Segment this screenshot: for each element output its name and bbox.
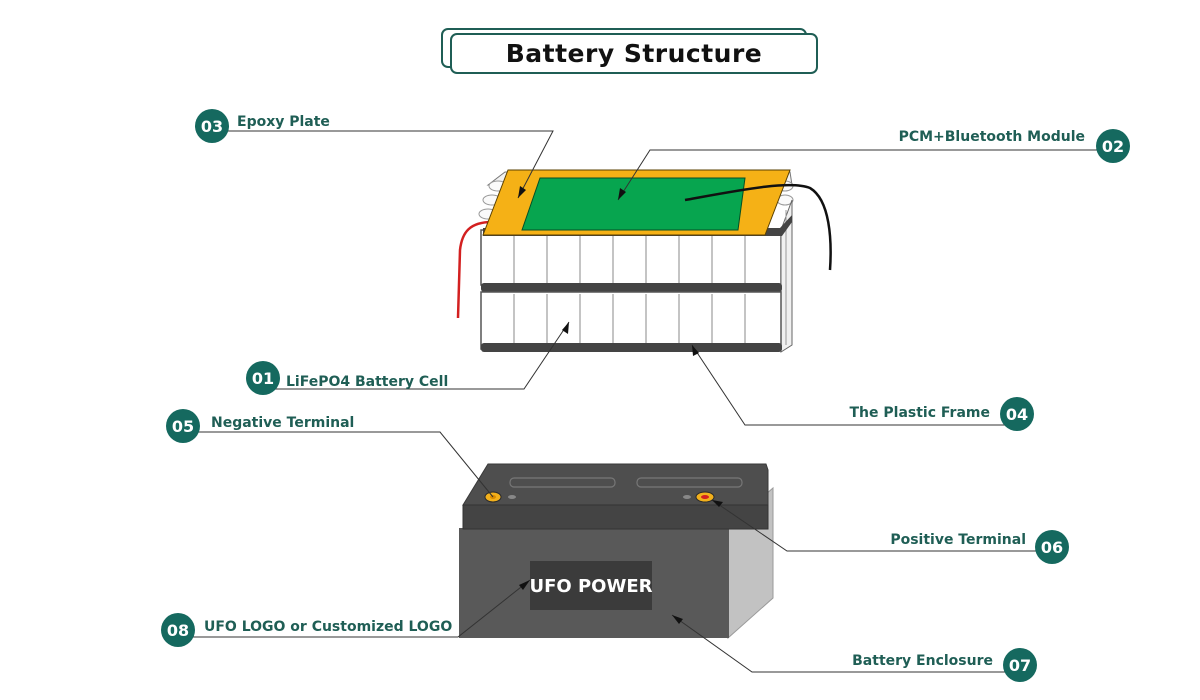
middle-frame-band (481, 283, 782, 292)
callout-label-battery-enclosure: Battery Enclosure (852, 653, 993, 669)
title-box: Battery Structure (441, 28, 818, 74)
callout-label-the-plastic-frame: The Plastic Frame (850, 405, 991, 421)
lower-cell-dividers (513, 294, 746, 347)
callout-label-positive-terminal: Positive Terminal (890, 532, 1026, 548)
callout-number-03: 03 (201, 117, 223, 136)
red-wire (456, 220, 493, 319)
leader-arrowheads (518, 186, 723, 624)
leader-logo (178, 579, 531, 638)
callout-badge-05 (166, 409, 200, 443)
leader-negative-terminal (183, 431, 494, 498)
callout-number-04: 04 (1006, 405, 1028, 424)
callout-badge-08 (161, 613, 195, 647)
callout-number-07: 07 (1009, 656, 1031, 675)
lid-slot-right (636, 477, 743, 488)
callout-number-08: 08 (167, 621, 189, 640)
callout-number-05: 05 (172, 417, 194, 436)
callout-number-01: 01 (252, 369, 274, 388)
leader-positive-terminal (711, 499, 1050, 552)
logo-box (530, 561, 652, 610)
callout-badge-04 (1000, 397, 1034, 431)
callout-badge-02 (1096, 129, 1130, 163)
leader-plastic-frame (691, 344, 1016, 426)
callout-label-pcm-bluetooth-module: PCM+Bluetooth Module (899, 129, 1085, 145)
battery-enclosure-illustration: UFO POWER (459, 463, 774, 640)
callout-number-02: 02 (1102, 137, 1124, 156)
callout-badge-01 (246, 361, 280, 395)
leader-epoxy-plate (215, 130, 554, 199)
callout-number-06: 06 (1041, 538, 1063, 557)
upper-cell-row (480, 229, 782, 286)
bottom-frame-band (481, 343, 782, 352)
callout-badge-06 (1035, 530, 1069, 564)
lower-cell-row (480, 291, 782, 350)
lid-slot-left (509, 477, 616, 488)
black-wire (684, 183, 832, 271)
callout-label-ufo-logo-or-customized-logo: UFO LOGO or Customized LOGO (204, 619, 452, 635)
pcm-board (521, 177, 746, 231)
logo-text: UFO POWER (530, 576, 653, 597)
callout-label-epoxy-plate: Epoxy Plate (237, 114, 330, 130)
leader-battery-cell (262, 321, 570, 390)
title-frame-front (450, 33, 818, 74)
leader-lines (178, 130, 1112, 673)
callout-label-lifepo4-battery-cell: LiFePO4 Battery Cell (286, 374, 448, 390)
callouts: 03 Epoxy Plate 02 PCM+Bluetooth Module 01 LiF… (161, 109, 1130, 682)
callout-badge-03 (195, 109, 229, 143)
upper-cell-dividers (513, 232, 746, 283)
leader-pcm-module (617, 149, 1112, 201)
callout-label-negative-terminal: Negative Terminal (211, 415, 354, 431)
battery-pack-illustration (456, 169, 832, 353)
enclosure-lid-top (462, 463, 769, 506)
callout-badge-07 (1003, 648, 1037, 682)
enclosure-lid-front (462, 504, 769, 530)
page-title: Battery Structure (505, 39, 763, 68)
leader-enclosure (671, 614, 1020, 673)
